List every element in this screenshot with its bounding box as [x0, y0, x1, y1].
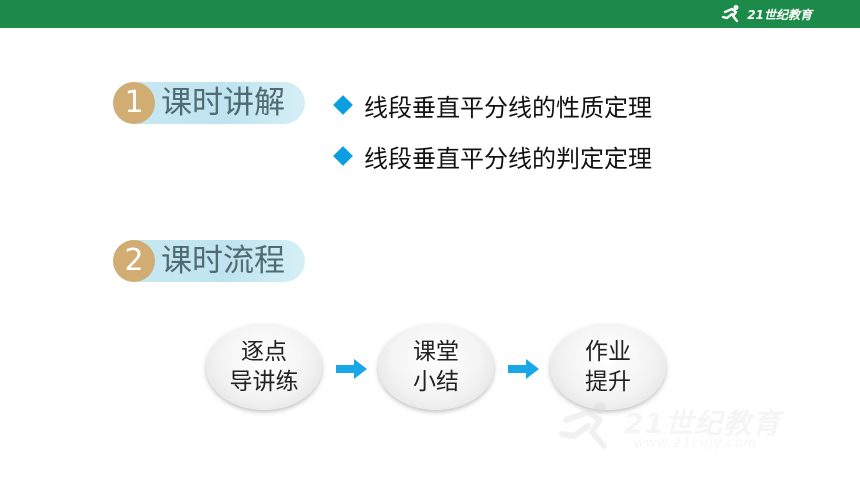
flow-step-summary[interactable]: 课堂 小结: [378, 324, 494, 410]
section-heading-2: 2 课时流程: [113, 240, 305, 282]
flow-step-label-line1: 课堂: [413, 339, 459, 365]
watermark-text: 21世纪教育: [624, 407, 781, 440]
watermark-url: www.21cnjy.com: [634, 436, 758, 451]
point-text-2: 线段垂直平分线的判定定理: [364, 144, 652, 173]
section-number-2: 2: [113, 240, 155, 282]
flow-step-label-line1: 作业: [585, 339, 631, 365]
arrow-right-icon: [336, 359, 367, 379]
flow-step-label-line2: 小结: [413, 369, 459, 395]
flow-step-label-line2: 导讲练: [229, 369, 299, 395]
arrow-right-icon: [508, 359, 539, 379]
watermark-runner-icon: [559, 402, 607, 449]
flow-step-homework[interactable]: 作业 提升: [550, 324, 666, 410]
section-heading-1: 1 课时讲解: [113, 82, 305, 124]
section-title-2: 课时流程: [161, 243, 285, 279]
point-item-1: 线段垂直平分线的性质定理: [332, 89, 652, 122]
watermark: 21世纪教育 www.21cnjy.com: [548, 396, 828, 456]
flow-step-label-line2: 提升: [585, 369, 631, 395]
diamond-bullet-icon: [333, 95, 353, 115]
runner-logo-icon: [722, 5, 739, 23]
point-item-2: 线段垂直平分线的判定定理: [332, 140, 652, 173]
section-number-1: 1: [113, 82, 155, 124]
top-bar: 21世纪教育: [0, 0, 860, 28]
brand-logo: 21世纪教育: [721, 3, 812, 25]
section-title-1: 课时讲解: [161, 85, 285, 121]
point-text-1: 线段垂直平分线的性质定理: [364, 93, 652, 122]
flow-step-practice[interactable]: 逐点 导讲练: [206, 324, 322, 410]
flow-step-label-line1: 逐点: [241, 339, 287, 365]
brand-logo-text: 21世纪教育: [747, 7, 812, 22]
diamond-bullet-icon: [333, 146, 353, 166]
